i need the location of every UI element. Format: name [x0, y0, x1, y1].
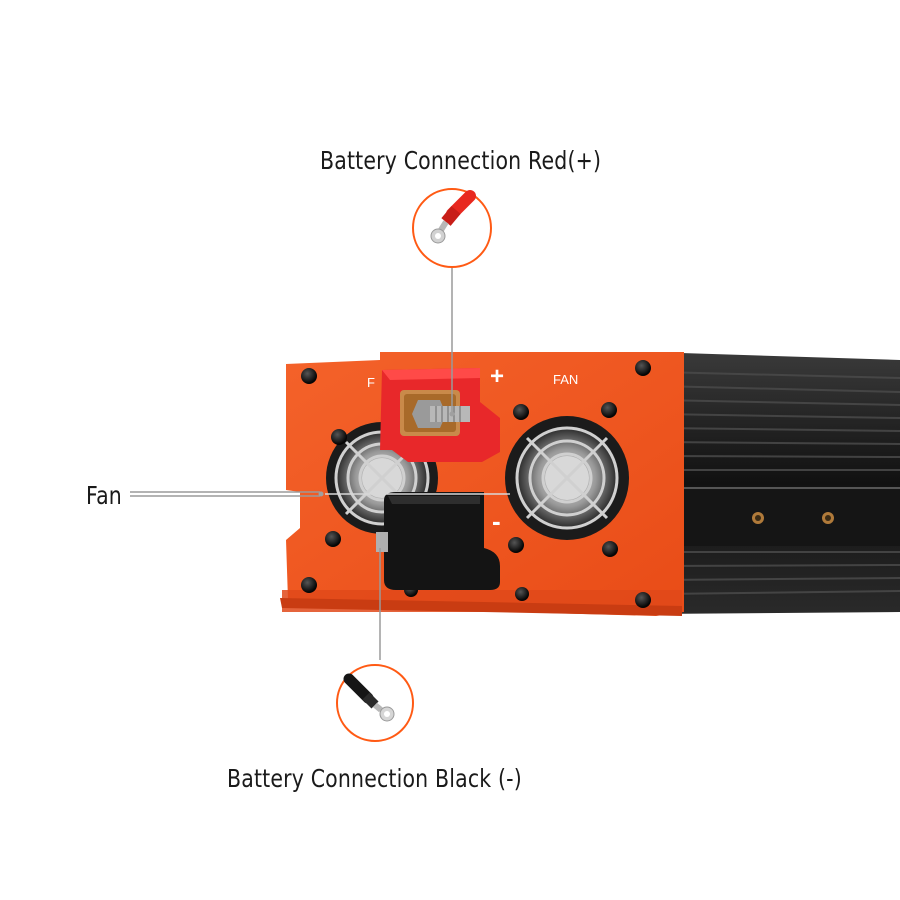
black-ring-terminal-cable-icon	[336, 664, 414, 742]
fan-label: Fan	[86, 481, 122, 510]
positive-terminal	[380, 368, 500, 462]
right-fan-icon	[505, 402, 629, 557]
fan-label-left: F	[367, 375, 375, 390]
positive-symbol: +	[490, 363, 504, 390]
battery-red-label: Battery Connection Red(+)	[320, 146, 602, 175]
red-ring-terminal-cable-icon	[412, 188, 492, 268]
battery-black-label: Battery Connection Black (-)	[227, 764, 522, 793]
panel-bolts	[301, 360, 651, 608]
fan-label-right: FAN	[553, 372, 578, 387]
negative-terminal	[376, 492, 500, 590]
callout-leader-lines	[130, 268, 510, 660]
negative-symbol: -	[492, 506, 501, 536]
heatsink-housing	[650, 352, 900, 614]
